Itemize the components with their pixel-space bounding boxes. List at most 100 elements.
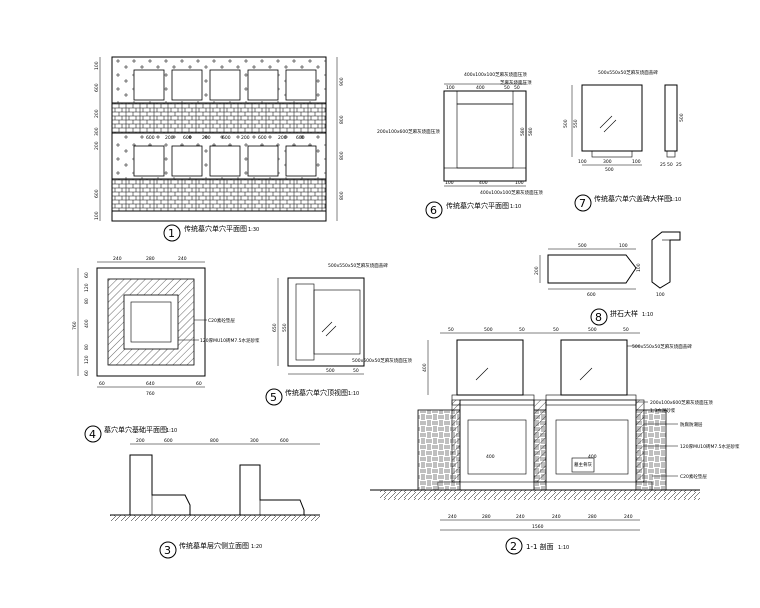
d6-dim-top-2: 50 <box>504 85 510 91</box>
d2-number-circle <box>505 537 523 555</box>
d4-number: 4 <box>89 428 96 441</box>
d5-scale: 1:10 <box>348 391 359 397</box>
d7-title: 传统墓穴单穴盖碑大样图 <box>594 194 671 203</box>
d7-dim-bottom-0: 100 <box>578 159 587 165</box>
d8-title: 拼石大样 <box>610 309 638 318</box>
d5-dim-left-0: 650 <box>272 323 278 332</box>
d1-right-dim-0: 900 <box>339 77 345 86</box>
d3-dim-top-2: 800 <box>210 438 219 444</box>
d2-dim-top-4: 500 <box>588 327 597 333</box>
d2-note-2: 1:3水泥砂浆 <box>650 407 676 414</box>
d2-label-mid-0: 400 <box>486 454 495 460</box>
drawing-6-plan: 400x100x100芝麻灰烧面压顶 芝麻灰烧面压顶 200x100x600芝麻… <box>377 71 543 219</box>
d6-dim-bottom-2: 100 <box>515 180 524 186</box>
d7-number: 7 <box>579 197 586 210</box>
d3-dim-top-3: 300 <box>250 438 259 444</box>
d1-left-dim-4: 200 <box>94 141 100 150</box>
d8-dim-bottom-0: 600 <box>587 292 596 298</box>
drawing-7-detail: 500x550x50芝麻灰烧面盖碑 500 550 100 300 100 50… <box>563 69 685 212</box>
d1-right-dim-1: 800 <box>339 115 345 124</box>
d2-dim-top-1: 500 <box>484 327 493 333</box>
d1-scale: 1:30 <box>248 227 259 233</box>
d3-dim-top-1: 600 <box>164 438 173 444</box>
d5-note-top: 500x550x50芝麻灰烧面盖碑 <box>328 262 388 269</box>
d1-number: 1 <box>168 227 175 240</box>
d5-note-bottom: 500x600x50芝麻灰烧面压顶 <box>352 357 412 364</box>
d2-dim-left-0: 400 <box>422 363 428 372</box>
d4-dim-left-3: 400 <box>84 319 90 328</box>
d1-number-circle <box>163 224 181 242</box>
d5-dim-left-1: 550 <box>282 323 288 332</box>
d2-dim-top-3: 50 <box>553 327 559 333</box>
d2-note-0: 500x550x50芝麻灰烧面盖碑 <box>632 343 692 350</box>
d4-dim-left-total: 760 <box>72 321 78 330</box>
d3-dim-top-0: 200 <box>136 438 145 444</box>
d2-note-4: 120厚MU10砖M7.5水泥砂浆 <box>680 443 740 450</box>
d2-scale: 1:10 <box>558 545 569 551</box>
d6-note-bottom: 400x100x100芝麻灰烧面压顶 <box>480 189 543 196</box>
d3-dim-top-4: 600 <box>280 438 289 444</box>
d1-left-dim-0: 100 <box>94 61 100 70</box>
d2-dim-bottom-1: 280 <box>482 514 491 520</box>
d7-dim-bottom-2: 100 <box>632 159 641 165</box>
d5-dim-bottom-0: 500 <box>326 368 335 374</box>
d2-note-5: C20素砼垫层 <box>680 473 707 480</box>
d3-scale: 1:20 <box>251 544 262 550</box>
d2-title: 1-1 剖面 <box>526 542 554 551</box>
d1-left-dim-1: 600 <box>94 83 100 92</box>
d7-dim-side-bottom-1: 50 <box>667 162 673 168</box>
d3-number-circle <box>159 541 177 559</box>
drawing-5-top-view: 500x550x50芝麻灰烧面盖碑 500x600x50芝麻灰烧面压顶 650 … <box>265 262 412 406</box>
d6-dim-top-0: 100 <box>446 85 455 91</box>
d1-mid-dim-8: 600 <box>296 135 305 141</box>
d7-dim-left-1: 550 <box>573 119 579 128</box>
d2-dim-top-2: 50 <box>519 327 525 333</box>
d1-right-dim-2: 800 <box>339 151 345 160</box>
d1-mid-dim-6: 600 <box>258 135 267 141</box>
d6-dim-bottom-1: 400 <box>479 180 488 186</box>
d2-dim-bottom-2: 240 <box>516 514 525 520</box>
d2-dim-bottom-3: 240 <box>552 514 561 520</box>
d1-mid-dim-3: 200 <box>202 135 211 141</box>
d7-dim-bottom-1: 300 <box>603 159 612 165</box>
d8-dim-side-0: 100 <box>656 292 665 298</box>
d4-dim-left-2: 80 <box>84 298 90 304</box>
d6-dim-right-1: 580 <box>528 127 534 136</box>
d4-note-2: 120厚MU10砖M7.5水泥砂浆 <box>200 337 260 344</box>
d5-number: 5 <box>270 391 277 404</box>
d6-scale: 1:10 <box>510 204 521 210</box>
d4-scale: 1:10 <box>166 428 177 434</box>
d2-dim-total: 1560 <box>532 524 544 530</box>
d4-dim-bottom-0: 60 <box>99 381 105 387</box>
d4-dim-bottom-total: 760 <box>146 391 155 397</box>
d1-left-dim-6: 100 <box>94 211 100 220</box>
d4-note-1: C20素砼垫层 <box>208 317 235 324</box>
d6-dim-top-3: 50 <box>514 85 520 91</box>
d2-dim-top-0: 50 <box>448 327 454 333</box>
d6-note-left: 200x100x600芝麻灰烧面压顶 <box>377 128 440 135</box>
d4-dim-bottom-1: 640 <box>146 381 155 387</box>
d8-scale: 1:10 <box>642 312 653 318</box>
d2-dim-top-5: 50 <box>623 327 629 333</box>
d8-number-circle <box>590 308 608 326</box>
d4-dim-bottom-2: 60 <box>196 381 202 387</box>
d4-dim-top-1: 280 <box>146 256 155 262</box>
d1-left-dim-5: 600 <box>94 189 100 198</box>
d1-mid-dim-4: 600 <box>222 135 231 141</box>
d6-number: 6 <box>430 204 437 217</box>
d6-note-top2: 芝麻灰烧面压顶 <box>500 79 532 86</box>
d7-dim-left-0: 500 <box>563 119 569 128</box>
d6-dim-bottom-0: 100 <box>445 180 454 186</box>
d4-dim-left-5: 120 <box>84 355 90 364</box>
d2-note-3: 防腐防潮层 <box>680 421 703 428</box>
d5-number-circle <box>265 388 283 406</box>
d1-mid-dim-0: 600 <box>146 135 155 141</box>
drawing-1-plan: 100 600 200 300 200 600 100 900 800 800 … <box>94 56 345 242</box>
d8-dim-right-0: 100 <box>636 263 642 272</box>
d4-dim-left-4: 80 <box>84 344 90 350</box>
d2-note-1: 200x100x600芝麻灰烧面压顶 <box>650 399 713 406</box>
d2-dim-bottom-5: 240 <box>624 514 633 520</box>
drawing-8-stone-detail: 500 100 100 200 600 100 8 拼石大样 1:10 <box>534 231 681 326</box>
d7-note-top: 500x550x50芝麻灰烧面盖碑 <box>598 69 658 76</box>
